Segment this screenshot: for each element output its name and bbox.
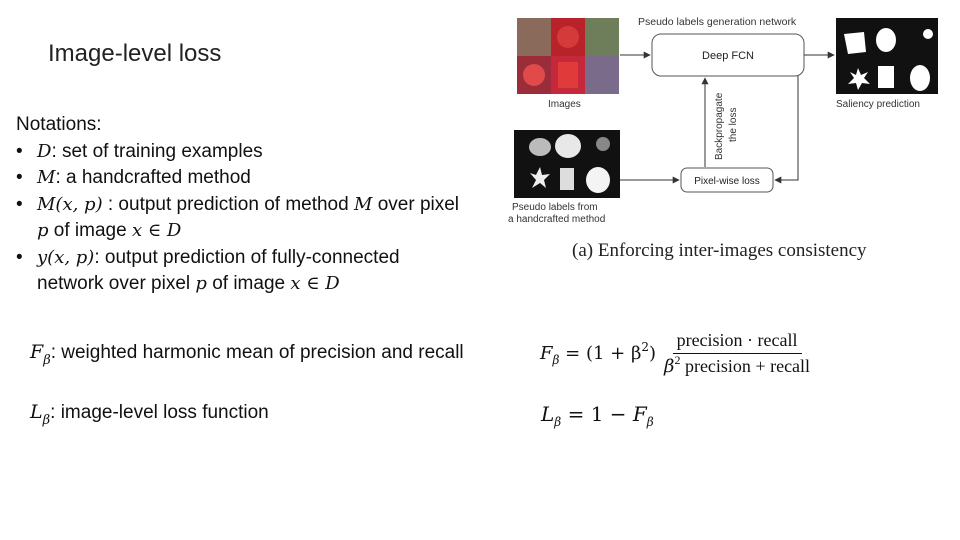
pixel-wise-loss-label: Pixel-wise loss bbox=[694, 176, 760, 187]
notation-symbol: M bbox=[353, 193, 373, 215]
backprop-label-2: the loss bbox=[728, 108, 739, 142]
bullet-icon: • bbox=[16, 167, 23, 188]
notation-item-d: • D: set of training examples bbox=[16, 139, 506, 166]
formula-fraction: precision · recall β2 precision + recall bbox=[664, 330, 810, 377]
saliency-label: Saliency prediction bbox=[836, 99, 920, 110]
notation-symbol: D bbox=[37, 140, 52, 162]
l-beta-formula: Lβ = 1 − Fβ bbox=[541, 402, 654, 429]
formula-f-close: ) bbox=[649, 343, 657, 364]
l-beta-definition: Lβ: image-level loss function bbox=[30, 401, 269, 428]
f-beta-definition: Fβ: weighted harmonic mean of precision … bbox=[30, 341, 464, 368]
formula-denominator: β2 precision + recall bbox=[664, 353, 811, 377]
l-beta-text: : image-level loss function bbox=[50, 402, 269, 423]
formula-f-lhs-sub: β bbox=[552, 353, 560, 367]
f-beta-text: : weighted harmonic mean of precision an… bbox=[50, 342, 464, 363]
formula-den-beta: β bbox=[664, 356, 675, 377]
pseudo-label-line-1: Pseudo labels from bbox=[512, 202, 598, 213]
formula-f-sup: 2 bbox=[641, 340, 650, 354]
l-beta-symbol: L bbox=[30, 401, 43, 423]
notation-item-yxp: • y(x, p): output prediction of fully-co… bbox=[16, 245, 506, 298]
notation-text: network over pixel bbox=[37, 273, 196, 294]
deep-fcn-label: Deep FCN bbox=[702, 50, 754, 62]
formula-l-rhs: F bbox=[632, 402, 647, 426]
notation-text: : set of training examples bbox=[51, 140, 263, 162]
saliency-prediction-thumbnail bbox=[836, 18, 938, 94]
notation-symbol: y(x, p) bbox=[37, 246, 95, 268]
formula-den-sup: 2 bbox=[674, 353, 681, 367]
network-label: Pseudo labels generation network bbox=[638, 16, 797, 28]
figure-caption: (a) Enforcing inter-images consistency bbox=[572, 240, 867, 261]
f-beta-symbol: F bbox=[30, 341, 44, 363]
notation-symbol: M(x, p) bbox=[37, 193, 103, 215]
notation-text: : output prediction of method bbox=[102, 193, 354, 215]
notation-symbol: x ∈ D bbox=[131, 220, 182, 241]
formula-den-text: precision + recall bbox=[680, 356, 811, 376]
arrow-saliency-to-loss bbox=[774, 76, 799, 184]
formula-numerator: precision · recall bbox=[672, 330, 802, 354]
notation-item-m: • M: a handcrafted method bbox=[16, 165, 506, 192]
bullet-icon: • bbox=[16, 246, 23, 268]
pseudo-label-line-2: a handcrafted method bbox=[508, 214, 605, 225]
notation-text: of image bbox=[48, 220, 132, 241]
formula-l-eq: = 1 − bbox=[561, 402, 633, 426]
f-beta-subscript: β bbox=[43, 353, 51, 368]
notation-symbol: p bbox=[37, 220, 49, 241]
formula-l-lhs-sub: β bbox=[554, 415, 562, 429]
bullet-icon: • bbox=[16, 140, 23, 162]
notation-symbol: M bbox=[37, 167, 56, 188]
notation-item-mxp: • M(x, p) : output prediction of method … bbox=[16, 192, 506, 245]
formula-l-lhs: L bbox=[541, 402, 555, 426]
l-beta-subscript: β bbox=[42, 413, 51, 428]
notation-text: : output prediction of fully-connected bbox=[94, 246, 400, 268]
formula-f-eq: = (1 + β bbox=[559, 343, 642, 364]
bullet-icon: • bbox=[16, 193, 23, 215]
f-beta-formula: Fβ = (1 + β2) precision · recall β2 prec… bbox=[540, 330, 810, 377]
architecture-diagram: Images Pseudo labels from a handcrafted … bbox=[508, 16, 938, 225]
pixel-wise-loss-box bbox=[680, 167, 774, 193]
notation-text: of image bbox=[206, 273, 291, 294]
notation-symbol: x ∈ D bbox=[290, 273, 340, 294]
formula-l-rhs-sub: β bbox=[646, 415, 654, 429]
formula-f-lhs: F bbox=[540, 343, 553, 364]
pseudo-labels-thumbnail bbox=[514, 130, 620, 198]
notation-text: : a handcrafted method bbox=[55, 167, 251, 188]
backprop-label-1: Backpropagate bbox=[714, 92, 725, 160]
notations-block: Notations: • D: set of training examples… bbox=[16, 112, 506, 298]
notation-text: over pixel bbox=[372, 193, 460, 215]
slide-title: Image-level loss bbox=[48, 40, 222, 67]
images-label: Images bbox=[548, 99, 581, 110]
notations-heading: Notations: bbox=[16, 114, 102, 135]
input-images-thumbnail bbox=[517, 18, 619, 94]
notation-symbol: p bbox=[195, 273, 207, 294]
